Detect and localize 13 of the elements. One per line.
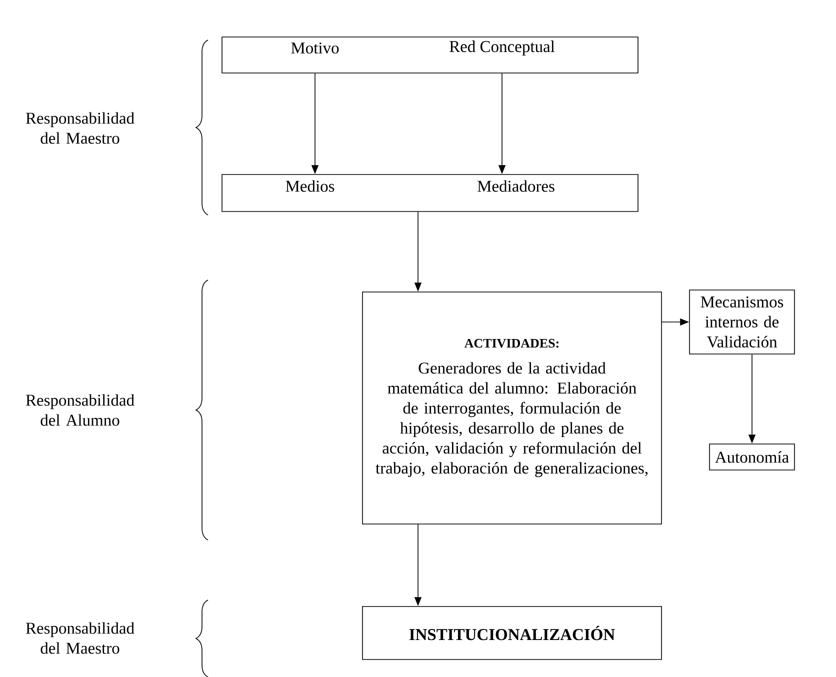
label: Responsabilidad del Alumno (26, 394, 134, 426)
process-box: INSTITUCIONALIZACIÓN (362, 606, 662, 660)
box-text: Medios (286, 180, 334, 192)
label: Responsabilidad del Maestro (26, 112, 134, 144)
box (222, 36, 638, 74)
box (222, 174, 638, 212)
process-box: ACTIVIDADES: Generadores de la actividad matemática del alumno: Elaboración de interrogantes, formulación de hipótesis, desarrollo de planes de acción, validación y reformulación del trabajo, elaboración de generalizaciones, (362, 292, 662, 524)
process-box: Autonomía (709, 444, 795, 470)
box-text: Red Conceptual (450, 40, 555, 56)
label: Responsabilidad del Maestro (26, 622, 134, 654)
box-text: Mediadores (478, 180, 554, 192)
box-text: Motivo (291, 42, 339, 54)
process-box: Mecanismos internos de Validación (689, 290, 795, 354)
